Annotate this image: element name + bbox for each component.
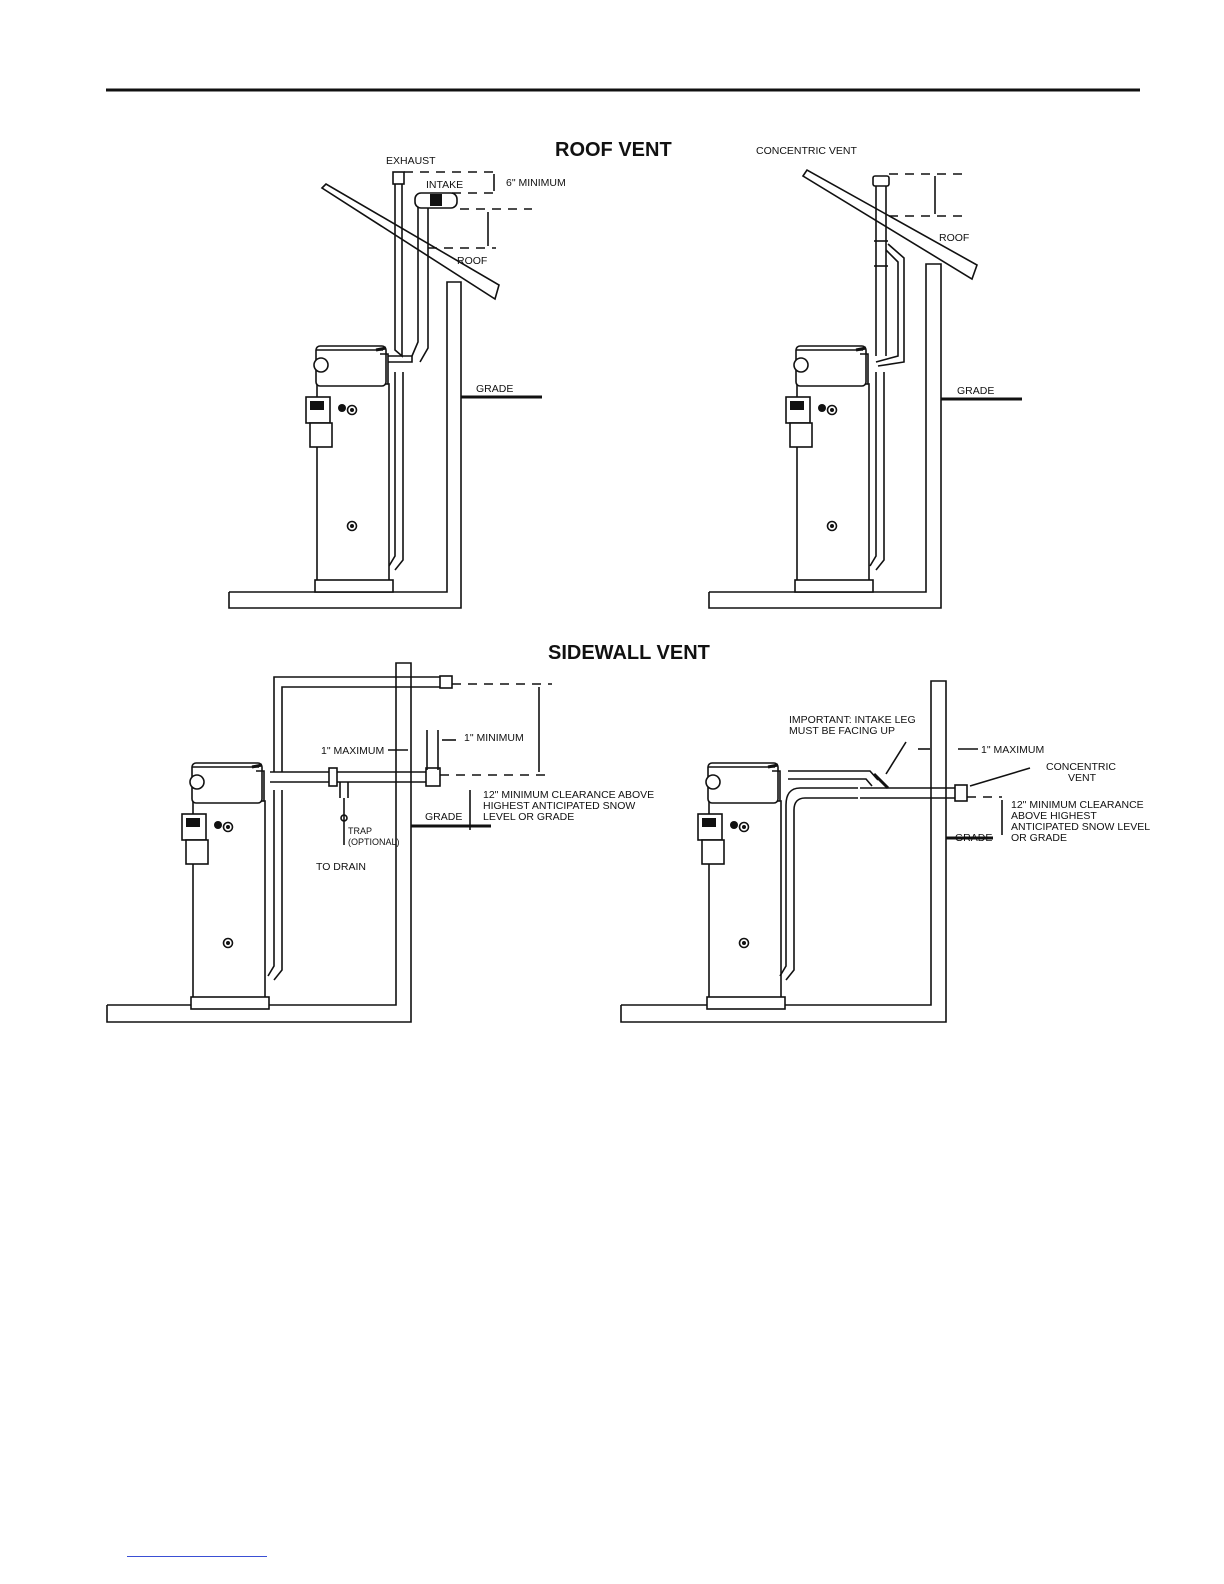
label-grade: GRADE [955,832,992,844]
roof-vent-left-panel [228,171,542,609]
label-roof: ROOF [939,232,969,244]
exhaust-termination [425,767,441,787]
label-concentric-vent: CONCENTRIC VENT [756,145,858,157]
wall-floor [620,680,947,1023]
label-roof: ROOF [457,255,487,267]
label-exhaust: EXHAUST [386,155,436,167]
label-important-2: MUST BE FACING UP [789,725,895,737]
wall-floor [708,263,942,609]
wall-floor [228,281,462,609]
intake-cap [439,675,453,689]
roof-slab [801,168,978,281]
sidewall-vent-right-panel [620,680,1031,1023]
heading-roof-vent: ROOF VENT [555,139,672,161]
label-clearance-4: OR GRADE [1011,832,1067,844]
exhaust-cap [392,171,405,185]
label-intake: INTAKE [426,179,463,191]
label-6-minimum: 6" MINIMUM [506,177,566,189]
label-grade: GRADE [476,383,513,395]
footer-link-rule [127,1556,267,1557]
label-concentric: CONCENTRIC [1046,761,1116,773]
sidewall-vent-left-panel [106,662,552,1023]
concentric-vent-termination [954,784,968,802]
label-clearance-1: 12" MINIMUM CLEARANCE [1011,799,1144,811]
label-grade: GRADE [957,385,994,397]
label-trap-optional: (OPTIONAL) [348,837,400,847]
label-1-minimum: 1" MINIMUM [464,732,524,744]
label-1-maximum: 1" MAXIMUM [321,745,384,757]
label-grade: GRADE [425,811,462,823]
label-clearance-3: LEVEL OR GRADE [483,811,574,823]
concentric-vent-cap [872,175,890,187]
label-important-1: IMPORTANT: INTAKE LEG [789,714,916,726]
label-trap: TRAP [348,826,372,836]
label-to-drain: TO DRAIN [316,861,366,873]
label-1-maximum: 1" MAXIMUM [981,744,1044,756]
water-heater [304,344,395,594]
wall-floor [106,662,412,1023]
label-clearance-2: HIGHEST ANTICIPATED SNOW [483,800,635,812]
label-clearance-1: 12" MINIMUM CLEARANCE ABOVE [483,789,654,801]
water-heater [180,761,271,1011]
roof-slab [320,182,500,301]
label-clearance-2: ABOVE HIGHEST [1011,810,1097,822]
roof-vent-right-panel [708,168,1022,609]
water-heater [696,761,787,1011]
heading-sidewall-vent: SIDEWALL VENT [548,642,710,664]
water-heater [784,344,875,594]
label-clearance-3: ANTICIPATED SNOW LEVEL [1011,821,1150,833]
label-vent: VENT [1068,772,1097,784]
